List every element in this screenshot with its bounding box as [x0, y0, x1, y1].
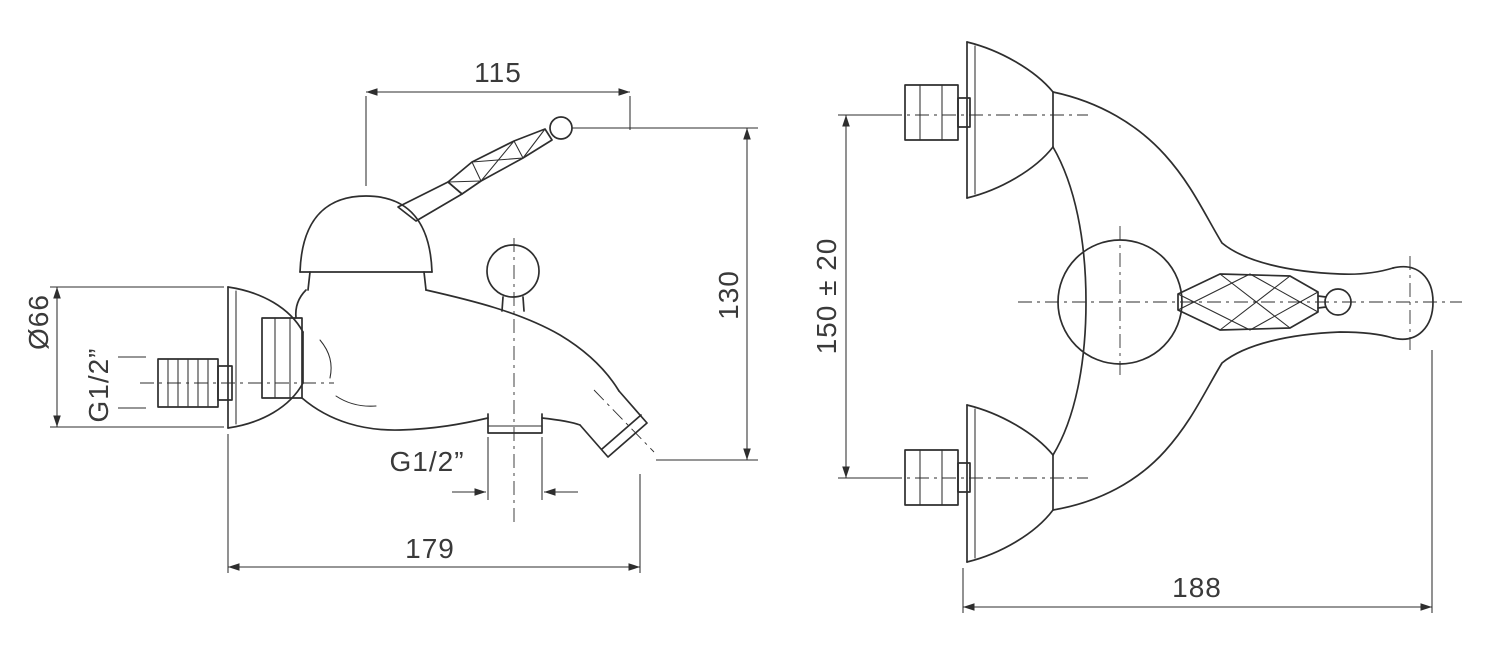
bottom-inlet-assembly	[904, 404, 1054, 563]
top-connector	[957, 97, 971, 128]
dimension-inlet-thread: G1/2”	[83, 347, 146, 423]
dimension-flange-diameter: Ø66	[23, 286, 224, 428]
dimension-label-outlet-thread: G1/2”	[389, 446, 464, 477]
handle-finial-front	[1324, 288, 1352, 316]
dimension-label-130: 130	[713, 270, 744, 320]
crystal-lever-handle-front	[1177, 273, 1352, 331]
side-view: 115 130 Ø66 G1/2”	[23, 57, 758, 573]
connection-hex-nut	[261, 317, 303, 399]
dimension-overall-depth: 179	[227, 434, 641, 573]
dimension-label-d66: Ø66	[23, 294, 54, 350]
crystal-lever-handle	[397, 116, 573, 222]
front-view: 150 ± 20 188	[811, 41, 1462, 613]
handle-crystal	[447, 128, 553, 195]
body-waist-edge	[1052, 146, 1087, 456]
bottom-shower-outlet	[487, 413, 543, 434]
diverter-knob	[486, 244, 540, 312]
bottom-hex-nut	[904, 449, 959, 506]
dimension-label-150: 150 ± 20	[811, 238, 842, 355]
handle-stem	[397, 181, 463, 222]
inlet-connector	[217, 365, 233, 401]
body-and-spout	[294, 289, 620, 431]
handle-finial	[549, 116, 573, 140]
front-view-centerlines	[888, 114, 1462, 479]
dimension-inlet-spacing: 150 ± 20	[811, 114, 898, 479]
side-view-geometry	[157, 116, 648, 458]
top-hex-nut	[904, 84, 959, 141]
front-view-geometry	[904, 41, 1434, 563]
body-highlight-arc	[335, 395, 377, 407]
dimension-label-inlet-thread: G1/2”	[83, 347, 114, 422]
spout-aerator-tip	[579, 390, 648, 458]
dimension-overall-width: 188	[962, 350, 1433, 613]
dimension-label-115: 115	[474, 57, 522, 88]
side-view-centerlines	[140, 238, 655, 522]
dome-cap	[299, 195, 433, 291]
wall-flange	[227, 286, 304, 429]
top-inlet-assembly	[904, 41, 1054, 199]
body-highlight-arc	[319, 339, 332, 379]
inlet-thread-hatching	[167, 359, 209, 407]
dimension-outlet-thread: G1/2”	[389, 437, 578, 500]
dome-cap-front	[1057, 239, 1183, 365]
dimension-label-179: 179	[405, 533, 455, 564]
bottom-connector	[957, 462, 971, 493]
dimension-spout-reach: 115	[365, 57, 631, 186]
side-view-dimensions: 115 130 Ø66 G1/2”	[23, 57, 758, 573]
front-body	[1052, 91, 1434, 511]
handle-crystal-front-facets	[1177, 273, 1319, 331]
front-view-dimensions: 150 ± 20 188	[811, 114, 1433, 613]
spout-end-cap	[1392, 265, 1434, 340]
dimension-label-188: 188	[1172, 572, 1222, 603]
handle-crystal-facets	[447, 128, 546, 183]
dimension-overall-height: 130	[572, 127, 758, 461]
